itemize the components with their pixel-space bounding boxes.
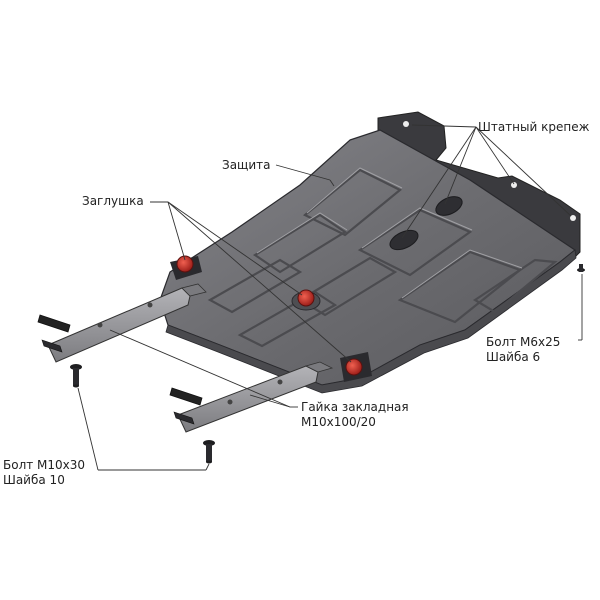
leader-lines	[77, 124, 583, 471]
label-embedded-nut-line2: М10х100/20	[301, 415, 376, 429]
label-embedded-nut: Гайка закладная М10х100/20	[301, 400, 409, 430]
label-bolt-m6-line1: Болт М6х25	[486, 335, 561, 349]
label-bolt-m10-line1: Болт М10х30	[3, 458, 86, 472]
bracket-left-end-plate	[37, 314, 71, 333]
bracket-right	[169, 361, 334, 433]
label-bolt-m6-line2: Шайба 6	[486, 350, 541, 364]
bracket-right-end-plate	[169, 387, 203, 406]
rib-highlights	[256, 167, 523, 299]
label-standard-fasteners: Штатный крепеж	[478, 120, 590, 134]
bolt-m6-icon	[577, 264, 585, 272]
plate-hole-upper	[435, 196, 463, 216]
label-embedded-nut-line1: Гайка закладная	[301, 400, 409, 414]
bolt-m10-left-icon	[70, 364, 82, 388]
bracket-left	[37, 283, 207, 363]
flange-hole-2	[511, 182, 517, 188]
embossed-ribs	[207, 168, 558, 348]
label-bolt-m10: Болт М10х30 Шайба 10	[3, 458, 85, 488]
plate-hole-lower	[389, 229, 419, 251]
label-plug: Заглушка	[82, 194, 144, 208]
flange-hole-1	[403, 121, 409, 127]
plug-2	[291, 289, 321, 311]
label-bolt-m6: Болт М6х25 Шайба 6	[486, 335, 560, 365]
flange-hole-3	[570, 215, 576, 221]
plug-1	[170, 255, 202, 280]
bolt-m10-right-icon	[203, 440, 215, 464]
label-bolt-m10-line2: Шайба 10	[3, 473, 65, 487]
label-protection: Защита	[222, 158, 271, 172]
